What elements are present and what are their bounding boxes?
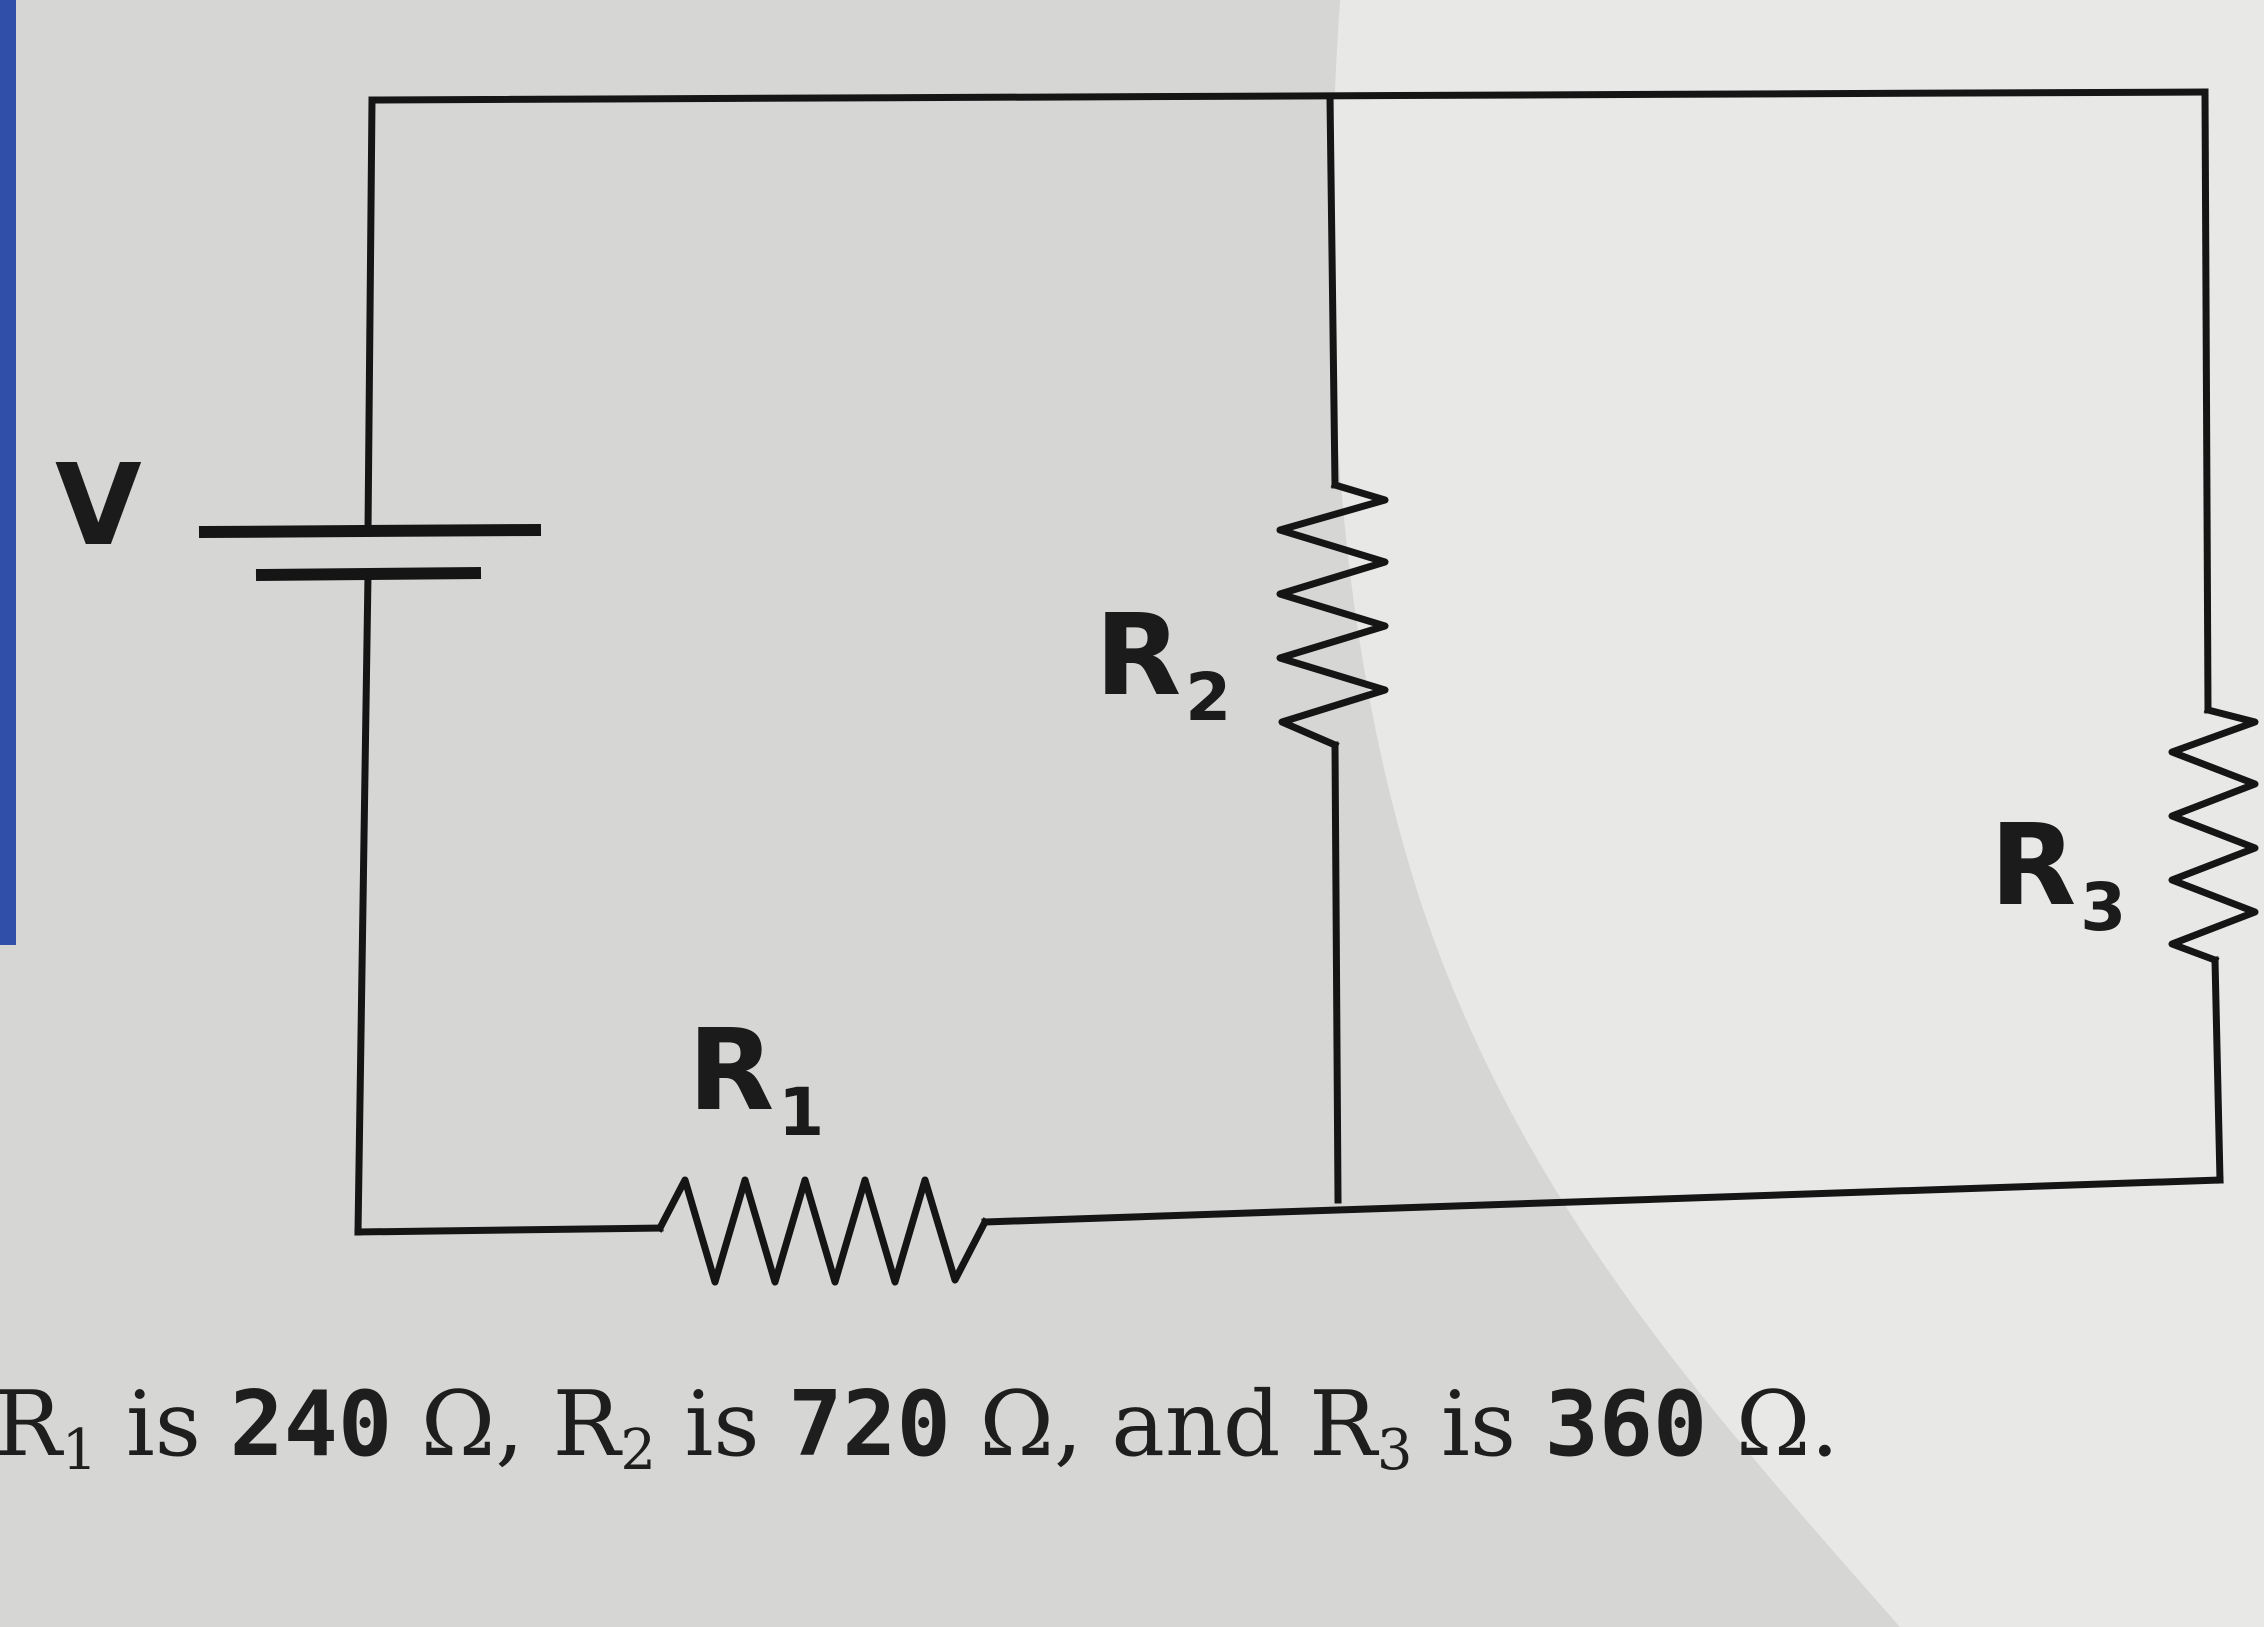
r3-label-letter: R [1990,801,2077,931]
resistor-r2-zigzag [1276,480,1389,750]
caption-sep-2: , and [1054,1372,1310,1477]
wire-left-lower [354,571,372,1236]
caption-r1-subscript: 1 [61,1418,98,1483]
blue-edge-strip [0,0,16,945]
caption-r2-subscript: 2 [620,1418,657,1483]
wire-top [368,88,2209,104]
wire-left-upper [364,96,376,534]
resistor-r3-zigzag [2168,705,2259,965]
caption-r3-letter: R [1309,1372,1377,1477]
resistor-r3-label: R3 [1990,810,2126,941]
r3-label-subscript: 3 [2080,869,2127,946]
r1-label-subscript: 1 [778,1074,825,1151]
caption-r1-value: 240 [229,1372,393,1477]
caption-r2-letter: R [552,1372,621,1477]
wire-middle-upper [1326,94,1339,489]
r2-label-subscript: 2 [1185,659,1232,736]
caption-sep-1: , [495,1372,553,1477]
wire-right-upper [2201,88,2212,714]
lit-paper-region [1331,0,2264,1627]
caption-r2-value: 720 [788,1372,951,1477]
resistor-r2-label: R2 [1095,600,1231,731]
r2-label-letter: R [1095,591,1182,721]
caption-r3-value: 360 [1544,1372,1708,1477]
caption-unit-2: Ω [950,1372,1054,1477]
battery-short-plate [255,566,482,582]
resistor-r1-label: R1 [688,1015,824,1146]
battery-long-plate [198,523,542,539]
caption-r1-letter: R [0,1372,62,1477]
caption-end: . [1810,1372,1840,1477]
wire-bottom-left [354,1224,664,1236]
wire-middle-lower [1331,741,1342,1204]
caption-is-3: is [1412,1372,1545,1477]
resistance-values-caption: R1 is 240 Ω, R2 is 720 Ω, and R3 is 360 … [0,1380,1839,1479]
source-label-v: V [55,441,142,571]
caption-unit-1: Ω [392,1372,496,1477]
wire-bottom-right [981,1176,2224,1226]
caption-is-1: is [97,1372,230,1477]
caption-unit-3: Ω [1707,1372,1811,1477]
resistor-r1-zigzag [655,1176,990,1286]
caption-r3-subscript: 3 [1376,1418,1413,1483]
caption-is-2: is [656,1372,789,1477]
r1-label-letter: R [688,1006,775,1136]
wire-right-lower [2211,956,2224,1184]
